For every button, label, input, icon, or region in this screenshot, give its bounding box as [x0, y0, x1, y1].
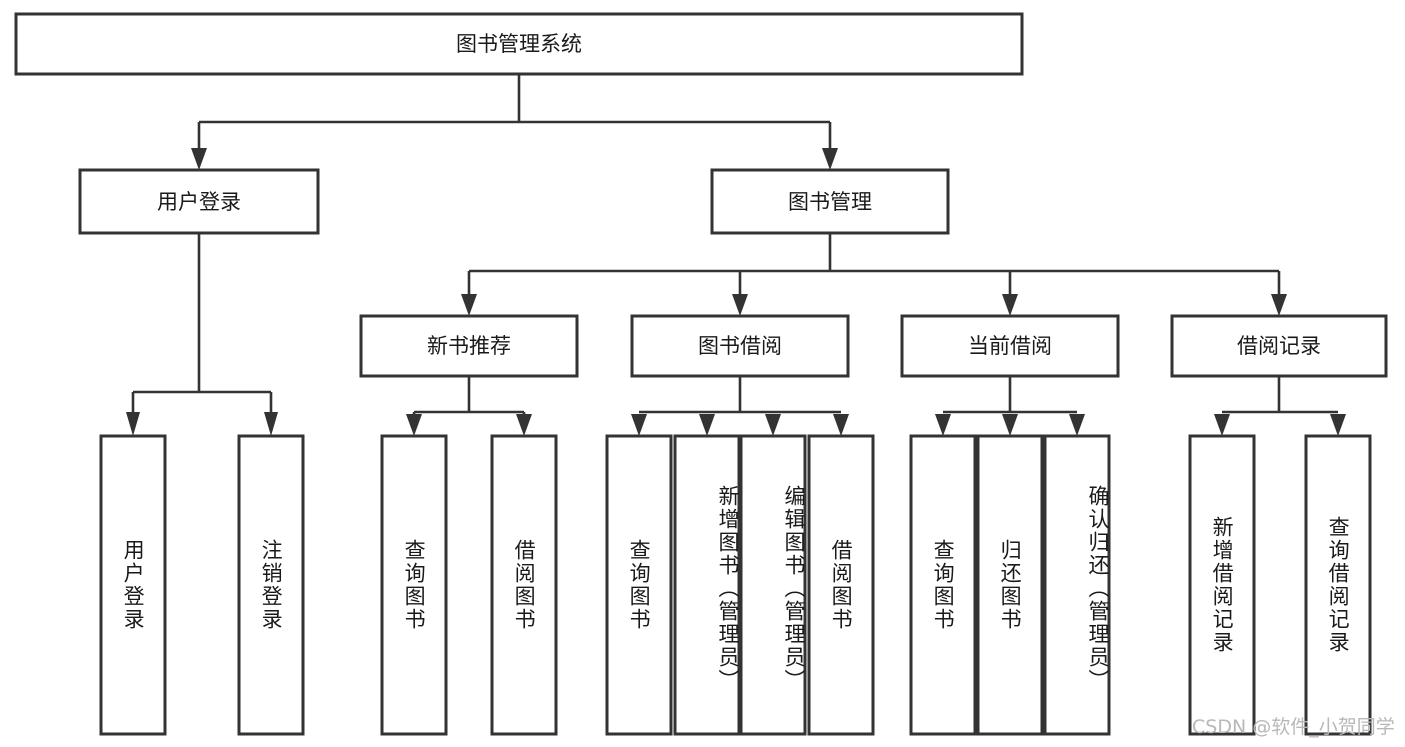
arrow-current-borrow-leaf-2	[1002, 414, 1018, 436]
node-leaf-user-login-login[interactable]	[99, 434, 167, 736]
arrow-user-login-leaf-1	[126, 412, 140, 436]
csdn-watermark: CSDN @软件_小贺同学	[1192, 716, 1395, 738]
arrow-to-current-borrow	[1002, 294, 1018, 316]
node-current-borrow[interactable]	[900, 314, 1120, 378]
edge-group-book-mgmt	[461, 233, 1287, 316]
edge-group-borrow-record	[1214, 376, 1346, 436]
arrow-new-book-leaf-2	[516, 414, 532, 436]
edge-group-new-book	[406, 376, 532, 436]
node-leaf-borrow-record-add[interactable]	[1188, 434, 1256, 736]
node-leaf-current-borrow-query[interactable]	[909, 434, 977, 736]
node-book-management-label: 图书管理	[788, 190, 872, 214]
arrow-current-borrow-leaf-3	[1069, 414, 1085, 436]
node-leaf-new-book-query[interactable]	[380, 434, 448, 736]
node-root[interactable]	[14, 12, 1024, 76]
node-leaf-book-borrow-query[interactable]	[605, 434, 673, 736]
node-book-borrow[interactable]	[630, 314, 850, 378]
node-book-management[interactable]	[710, 168, 950, 235]
edge-group-user-login	[126, 233, 278, 436]
node-leaf-book-borrow-borrow[interactable]	[807, 434, 875, 736]
node-leaf-borrow-record-query[interactable]	[1304, 434, 1372, 736]
arrow-root-to-book-mgmt	[822, 148, 838, 170]
node-user-login-label: 用户登录	[157, 190, 241, 214]
node-new-book-recommend[interactable]	[359, 314, 579, 378]
arrow-to-new-book	[461, 294, 477, 316]
node-leaf-new-book-borrow[interactable]	[490, 434, 558, 736]
arrow-to-borrow-record	[1271, 294, 1287, 316]
node-leaf-current-borrow-confirm[interactable]	[1043, 434, 1111, 736]
arrow-book-borrow-leaf-4	[833, 414, 849, 436]
edge-group-book-borrow	[631, 376, 849, 436]
node-leaf-book-borrow-add[interactable]	[673, 434, 741, 736]
arrow-book-borrow-leaf-2	[699, 414, 715, 436]
node-borrow-record[interactable]	[1170, 314, 1388, 378]
node-leaf-current-borrow-return[interactable]	[976, 434, 1044, 736]
arrow-new-book-leaf-1	[406, 414, 422, 436]
node-borrow-record-label: 借阅记录	[1237, 334, 1321, 358]
edge-group-root	[191, 74, 838, 170]
edge-group-current-borrow	[935, 376, 1085, 436]
arrow-borrow-record-leaf-1	[1214, 414, 1230, 436]
node-new-book-recommend-label: 新书推荐	[427, 334, 511, 358]
node-user-login[interactable]	[78, 168, 320, 235]
arrow-user-login-leaf-2	[264, 412, 278, 436]
arrow-current-borrow-leaf-1	[935, 414, 951, 436]
node-leaf-book-borrow-edit[interactable]	[739, 434, 807, 736]
arrow-root-to-user-login	[191, 148, 207, 170]
arrow-borrow-record-leaf-2	[1330, 414, 1346, 436]
node-leaf-user-login-logout[interactable]	[237, 434, 305, 736]
node-root-label: 图书管理系统	[456, 32, 582, 56]
arrow-book-borrow-leaf-3	[765, 414, 781, 436]
node-book-borrow-label: 图书借阅	[698, 334, 782, 358]
arrow-to-book-borrow	[732, 294, 748, 316]
arrow-book-borrow-leaf-1	[631, 414, 647, 436]
node-current-borrow-label: 当前借阅	[968, 334, 1052, 358]
